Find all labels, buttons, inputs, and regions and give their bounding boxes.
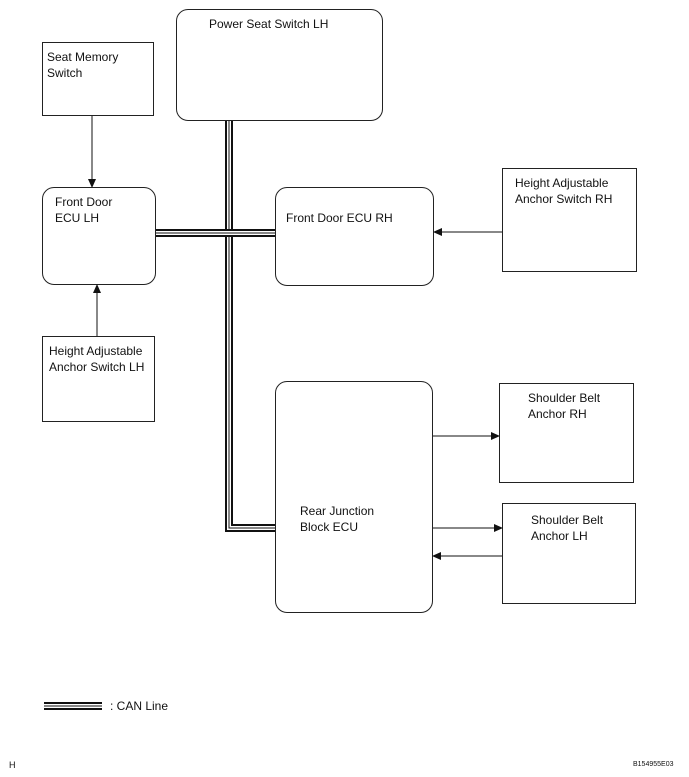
front-door-ecu-lh-label: Front Door ECU LH <box>55 195 113 225</box>
height-adj-anchor-switch-lh-label: Height Adjustable Anchor Switch LH <box>49 344 145 374</box>
legend-can-line-label: : CAN Line <box>110 699 169 713</box>
figure-id: B154955E03 <box>633 761 674 768</box>
corner-mark: H <box>9 760 16 770</box>
seat-memory-switch-label: Seat Memory Switch <box>47 50 119 80</box>
height-adj-anchor-switch-rh-box: Height Adjustable Anchor Switch RH <box>502 168 637 272</box>
seat-memory-switch-box: Seat Memory Switch <box>42 42 154 116</box>
shoulder-belt-anchor-lh-box: Shoulder Belt Anchor LH <box>502 503 636 604</box>
front-door-ecu-rh-box: Front Door ECU RH <box>275 187 434 286</box>
shoulder-belt-anchor-rh-label: Shoulder Belt Anchor RH <box>528 391 601 421</box>
front-door-ecu-lh-box: Front Door ECU LH <box>42 187 156 285</box>
rear-junction-block-ecu-label: Rear Junction Block ECU <box>300 504 375 534</box>
rear-junction-block-ecu-box: Rear Junction Block ECU <box>275 381 433 613</box>
height-adj-anchor-switch-lh-box: Height Adjustable Anchor Switch LH <box>42 336 155 422</box>
shoulder-belt-anchor-rh-box: Shoulder Belt Anchor RH <box>499 383 634 483</box>
can-line-trunk <box>225 121 275 532</box>
power-seat-switch-lh-label: Power Seat Switch LH <box>209 17 329 31</box>
shoulder-belt-anchor-lh-label: Shoulder Belt Anchor LH <box>531 513 604 543</box>
height-adj-anchor-switch-rh-label: Height Adjustable Anchor Switch RH <box>515 176 613 206</box>
front-door-ecu-rh-label: Front Door ECU RH <box>286 211 393 225</box>
power-seat-switch-lh-box: Power Seat Switch LH <box>176 9 383 121</box>
